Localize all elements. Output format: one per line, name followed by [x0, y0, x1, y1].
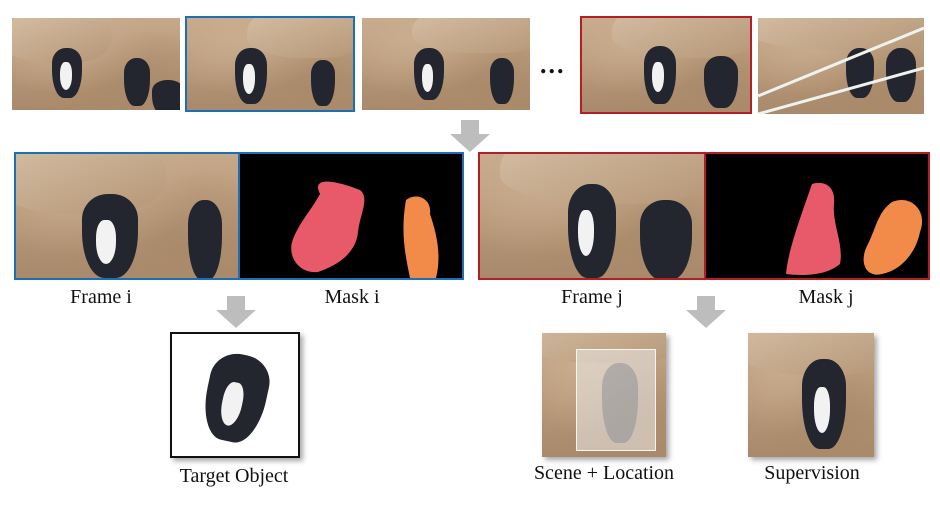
mask-j-image [704, 152, 930, 280]
mask-j-label: Mask j [798, 286, 854, 308]
sequence-ellipsis: ... [540, 50, 566, 79]
scene-location-label: Scene + Location [533, 462, 675, 484]
video-frame-1 [12, 18, 180, 110]
target-object-label: Target Object [179, 465, 289, 487]
mask-object-2 [863, 200, 923, 275]
down-arrow-icon [450, 120, 490, 152]
location-box [576, 349, 656, 451]
rope-occluder [758, 26, 924, 114]
scene-location-image [542, 333, 666, 457]
frame-i-image [14, 152, 240, 280]
frame-j-image [478, 152, 706, 280]
mask-i-image [238, 152, 464, 280]
video-frame-j [580, 16, 752, 114]
mask-i-label: Mask i [324, 286, 380, 308]
down-arrow-icon [216, 296, 256, 328]
video-frame-i [185, 16, 355, 112]
target-object-image [170, 332, 300, 458]
video-frame-occluded [758, 18, 924, 114]
video-frame-3 [362, 18, 530, 110]
mask-object-2 [403, 196, 439, 278]
down-arrow-icon [686, 296, 726, 328]
mask-object-1 [786, 182, 841, 275]
frame-i-label: Frame i [70, 286, 132, 308]
supervision-image [748, 333, 874, 457]
supervision-label: Supervision [764, 462, 860, 484]
frame-j-label: Frame j [561, 286, 623, 308]
mask-object-1 [291, 181, 365, 273]
